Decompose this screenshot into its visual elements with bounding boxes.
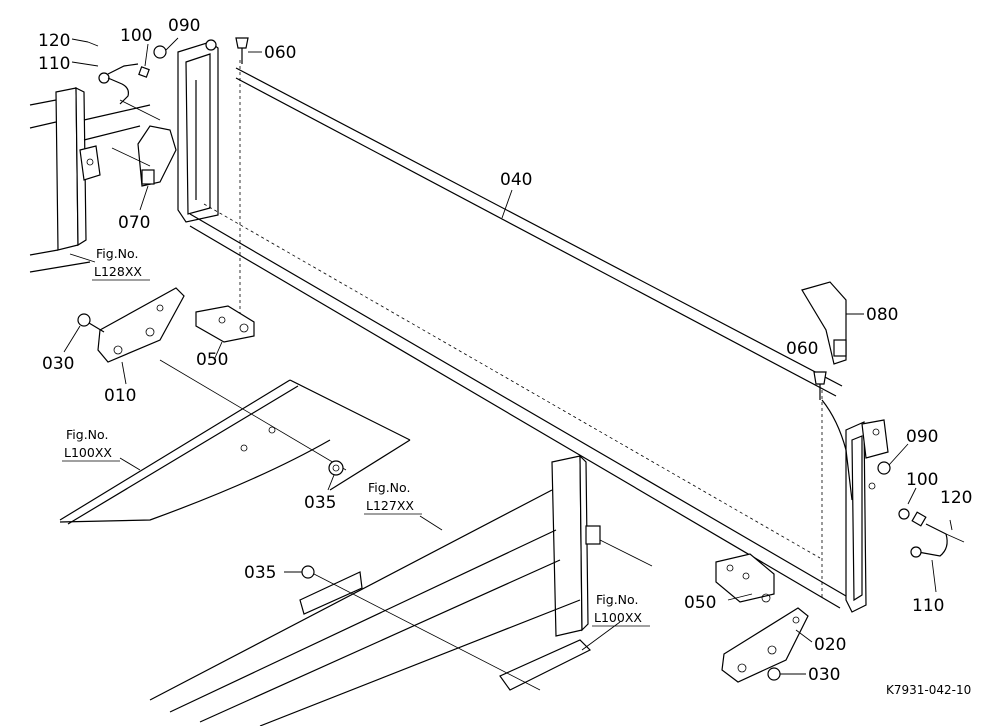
label-040: 040 bbox=[500, 170, 532, 190]
label-035-mid: 035 bbox=[304, 493, 336, 513]
part-labels: 120 110 100 090 060 040 070 030 010 050 … bbox=[38, 16, 972, 685]
fig-number: L127XX bbox=[366, 498, 414, 513]
hinge-050-right bbox=[715, 553, 775, 603]
left-hinge-010 bbox=[97, 287, 185, 385]
label-010: 010 bbox=[104, 386, 136, 406]
label-070: 070 bbox=[118, 213, 150, 233]
label-110-left: 110 bbox=[38, 54, 70, 74]
hinge-050-left bbox=[195, 305, 255, 361]
hinge-020 bbox=[721, 607, 813, 683]
label-050-left: 050 bbox=[196, 350, 228, 370]
fig-prefix: Fig.No. bbox=[368, 480, 410, 495]
label-030-right: 030 bbox=[808, 665, 840, 685]
label-030-left: 030 bbox=[42, 354, 74, 374]
label-050-right: 050 bbox=[684, 593, 716, 613]
nut-035-low bbox=[284, 565, 541, 691]
bracket-070 bbox=[111, 125, 177, 211]
label-120-left: 120 bbox=[38, 31, 70, 51]
fig-number: L128XX bbox=[94, 264, 142, 279]
bolt-030-right bbox=[767, 667, 806, 681]
label-060-top: 060 bbox=[264, 43, 296, 63]
label-020: 020 bbox=[814, 635, 846, 655]
left-side-gate bbox=[29, 87, 151, 273]
left-cable-assembly bbox=[71, 38, 161, 121]
fig-ref-l100-bottom: Fig.No. L100XX bbox=[592, 592, 650, 627]
fig-prefix: Fig.No. bbox=[96, 246, 138, 261]
fig-prefix: Fig.No. bbox=[66, 427, 108, 442]
fig-number: L100XX bbox=[594, 610, 642, 625]
label-080: 080 bbox=[866, 305, 898, 325]
fig-ref-l127: Fig.No. L127XX bbox=[364, 480, 422, 515]
nut-035-mid bbox=[327, 460, 344, 491]
label-035-low: 035 bbox=[244, 563, 276, 583]
bolt-060-right bbox=[813, 371, 853, 501]
fig-number: L100XX bbox=[64, 445, 112, 460]
fig-ref-l128: Fig.No. L128XX bbox=[92, 246, 150, 281]
drawing-code: K7931-042-10 bbox=[886, 683, 971, 697]
label-090-right: 090 bbox=[906, 427, 938, 447]
fig-ref-l100-left: Fig.No. L100XX bbox=[62, 427, 120, 462]
label-100-right: 100 bbox=[906, 470, 938, 490]
bed-floor bbox=[59, 379, 411, 525]
label-060-right: 060 bbox=[786, 339, 818, 359]
label-120-right: 120 bbox=[940, 488, 972, 508]
right-fasteners bbox=[877, 443, 965, 593]
rear-gate-panel-040 bbox=[177, 39, 889, 613]
top-fasteners bbox=[153, 37, 262, 64]
label-110-right: 110 bbox=[912, 596, 944, 616]
bolt-030-left bbox=[63, 313, 105, 353]
label-100-left: 100 bbox=[120, 26, 152, 46]
right-side-gate bbox=[149, 454, 653, 726]
fig-prefix: Fig.No. bbox=[596, 592, 638, 607]
label-090-left: 090 bbox=[168, 16, 200, 36]
bracket-080 bbox=[801, 281, 864, 365]
